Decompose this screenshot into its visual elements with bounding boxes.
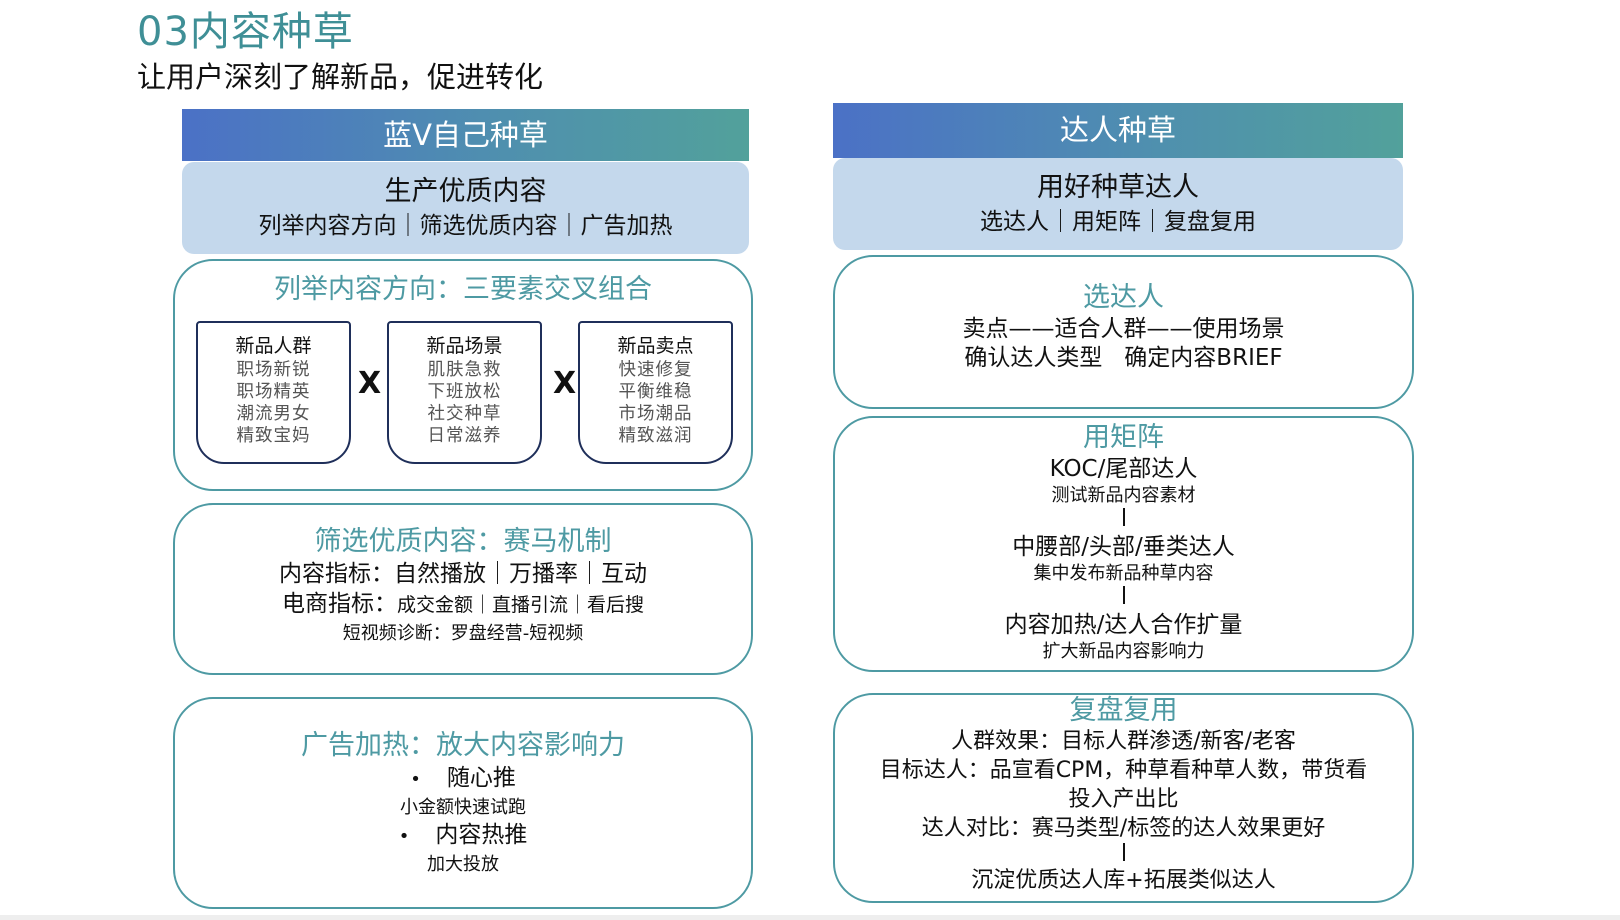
select-influencer-heading: 选达人: [1083, 282, 1164, 313]
select-influencer-line-2: 确认达人类型 确定内容BRIEF: [964, 345, 1283, 371]
mini-box-item: 肌肤急救: [427, 360, 502, 380]
ad-boost-card: 广告加热：放大内容影响力 • 随心推 小金额快速试跑 • 内容热推 加大投放: [173, 697, 753, 909]
mini-box-heading: 新品场景: [426, 335, 503, 357]
bottom-strip: [0, 915, 1620, 920]
select-influencer-card: 选达人 卖点——适合人群——使用场景 确认达人类型 确定内容BRIEF: [833, 255, 1414, 409]
matrix-tier-3-sub: 扩大新品内容影响力: [1042, 641, 1205, 662]
ad-boost-item-1: • 随心推: [175, 763, 751, 795]
right-summary: 用好种草达人 选达人｜用矩阵｜复盘复用: [833, 158, 1403, 250]
ad-boost-item-2-sub: 加大投放: [427, 854, 499, 875]
matrix-tier-3: 内容加热/达人合作扩量: [1004, 612, 1243, 638]
cross-symbol: X: [553, 366, 577, 401]
ecommerce-metrics-label: 电商指标：: [281, 591, 397, 617]
review-target-influencer: 目标达人：品宣看CPM，种草看种草人数，带货看: [879, 758, 1368, 783]
left-summary: 生产优质内容 列举内容方向｜筛选优质内容｜广告加热: [182, 162, 749, 254]
review-reuse-card: 复盘复用 人群效果：目标人群渗透/新客/老客 目标达人：品宣看CPM，种草看种草…: [833, 693, 1414, 903]
ecommerce-metrics-value: 成交金额｜直播引流｜看后搜: [396, 594, 644, 616]
left-banner-label: 蓝V自己种草: [383, 117, 548, 152]
page-subtitle: 让用户深刻了解新品，促进转化: [137, 60, 544, 94]
left-summary-sub: 列举内容方向｜筛选优质内容｜广告加热: [258, 213, 673, 239]
mini-box-item: 精致宝妈: [236, 426, 311, 446]
mini-box-heading: 新品卖点: [617, 335, 694, 357]
mini-box-heading: 新品人群: [235, 335, 312, 357]
ad-boost-heading: 广告加热：放大内容影响力: [301, 730, 625, 761]
matrix-tier-2-sub: 集中发布新品种草内容: [1033, 563, 1214, 584]
screening-card: 筛选优质内容：赛马机制 内容指标：自然播放｜万播率｜互动 电商指标：成交金额｜直…: [173, 503, 753, 675]
content-metrics-line: 内容指标：自然播放｜万播率｜互动: [279, 561, 647, 587]
left-banner: 蓝V自己种草: [182, 109, 749, 161]
connector-line: [835, 586, 1412, 610]
mini-box-item: 精致滋润: [618, 426, 693, 446]
connector-line: [835, 843, 1412, 866]
bullet-icon: •: [398, 826, 410, 847]
content-direction-heading: 列举内容方向：三要素交叉组合: [274, 274, 652, 305]
content-direction-card: 列举内容方向：三要素交叉组合 新品人群 职场新锐 职场精英 潮流男女 精致宝妈 …: [173, 259, 753, 491]
mini-box-item: 快速修复: [618, 360, 693, 380]
matrix-card: 用矩阵 KOC/尾部达人 测试新品内容素材 中腰部/头部/垂类达人 集中发布新品…: [833, 416, 1414, 672]
mini-box-scene: 新品场景 肌肤急救 下班放松 社交种草 日常滋养: [387, 321, 542, 464]
select-influencer-line-1: 卖点——适合人群——使用场景: [962, 316, 1285, 342]
cross-symbol: X: [358, 366, 382, 401]
right-banner: 达人种草: [833, 103, 1403, 158]
connector-line: [835, 508, 1412, 532]
review-audience-effect: 人群效果：目标人群渗透/新客/老客: [951, 729, 1296, 754]
ad-boost-item-1-label: 随心推: [446, 765, 516, 791]
matrix-tier-2: 中腰部/头部/垂类达人: [1012, 534, 1235, 560]
mini-box-audience: 新品人群 职场新锐 职场精英 潮流男女 精致宝妈: [196, 321, 351, 464]
ad-boost-item-2-label: 内容热推: [435, 822, 528, 848]
mini-box-item: 下班放松: [427, 382, 502, 402]
review-target-influencer-cont: 投入产出比: [1068, 787, 1179, 812]
mini-box-item: 潮流男女: [236, 404, 311, 424]
bullet-icon: •: [410, 769, 421, 790]
right-summary-sub: 选达人｜用矩阵｜复盘复用: [980, 209, 1256, 235]
review-influencer-compare: 达人对比：赛马类型/标签的达人效果更好: [921, 816, 1326, 841]
video-diagnosis-line: 短视频诊断：罗盘经营-短视频: [342, 623, 584, 644]
page-title: 03内容种草: [137, 9, 354, 55]
review-reuse-heading: 复盘复用: [1069, 695, 1178, 726]
mini-box-item: 社交种草: [427, 404, 502, 424]
left-summary-heading: 生产优质内容: [384, 176, 547, 207]
matrix-tier-1-sub: 测试新品内容素材: [1051, 485, 1196, 506]
ecommerce-metrics-line: 电商指标：成交金额｜直播引流｜看后搜: [175, 589, 751, 621]
right-banner-label: 达人种草: [1059, 113, 1176, 147]
mini-box-selling-point: 新品卖点 快速修复 平衡维稳 市场潮品 精致滋润: [578, 321, 733, 464]
ad-boost-item-2: • 内容热推: [175, 820, 751, 852]
screening-heading: 筛选优质内容：赛马机制: [314, 526, 612, 557]
review-influencer-pool: 沉淀优质达人库+拓展类似达人: [971, 868, 1276, 893]
right-summary-heading: 用好种草达人: [1037, 172, 1199, 203]
mini-box-item: 职场精英: [236, 382, 311, 402]
mini-box-item: 市场潮品: [618, 404, 693, 424]
ad-boost-item-1-sub: 小金额快速试跑: [400, 797, 526, 818]
matrix-tier-1: KOC/尾部达人: [1049, 456, 1198, 482]
mini-box-item: 平衡维稳: [618, 382, 693, 402]
mini-box-item: 职场新锐: [236, 360, 311, 380]
mini-box-item: 日常滋养: [427, 426, 502, 446]
matrix-heading: 用矩阵: [1083, 422, 1164, 453]
